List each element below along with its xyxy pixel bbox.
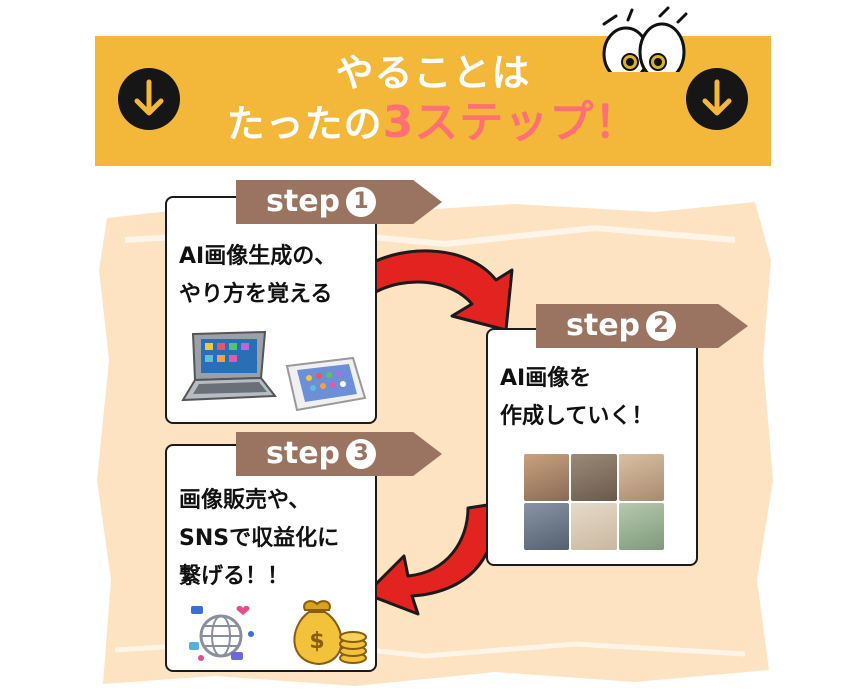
banner-title-line1: やることは: [335, 51, 531, 95]
step-3-word: step: [266, 436, 341, 471]
portrait-image: [571, 503, 617, 550]
step-card-2: AI画像を 作成していく！: [486, 328, 698, 566]
red-arrow-step1-to-step2: [358, 249, 514, 332]
svg-text:$: $: [309, 629, 324, 654]
banner-title-prefix: たったの: [226, 102, 383, 146]
step-3-text: 画像販売や、 SNSで収益化に 繋げる！！: [179, 488, 340, 589]
step-1-number: 1: [346, 187, 377, 217]
red-arrow-step2-to-step3: [364, 502, 497, 616]
portrait-image: [618, 503, 664, 550]
banner-title-accent: 3ステップ！: [382, 97, 640, 148]
step-2-number: 2: [646, 311, 677, 341]
money-bag-icon: $: [293, 600, 367, 666]
social-network-icon: [189, 605, 254, 661]
step-1-word: step: [266, 184, 341, 219]
portrait-image: [618, 454, 664, 501]
down-arrow-icon-left: [118, 68, 180, 130]
portrait-image: [524, 454, 570, 501]
down-arrow-icon-right: [686, 68, 748, 130]
banner-title-line2: たったの3ステップ！: [95, 98, 771, 149]
portrait-image: [571, 454, 617, 501]
title-banner: やることは たったの3ステップ！: [95, 36, 771, 166]
smartphone-icon: [285, 356, 367, 412]
banner-title: やることは たったの3ステップ！: [95, 48, 771, 149]
step-3-number: 3: [346, 439, 377, 469]
step-2-text: AI画像を 作成していく！: [500, 366, 654, 429]
step-card-1: AI画像生成の、 やり方を覚える: [165, 196, 377, 424]
cartoon-eyes-icon: [598, 6, 688, 86]
laptop-icon: [181, 330, 277, 402]
step-2-word: step: [566, 308, 641, 343]
step-1-text: AI画像生成の、 やり方を覚える: [179, 244, 337, 307]
portrait-image: [524, 503, 570, 550]
step-card-3: 画像販売や、 SNSで収益化に 繋げる！！ $: [165, 444, 377, 672]
ai-portrait-grid: [524, 454, 664, 550]
